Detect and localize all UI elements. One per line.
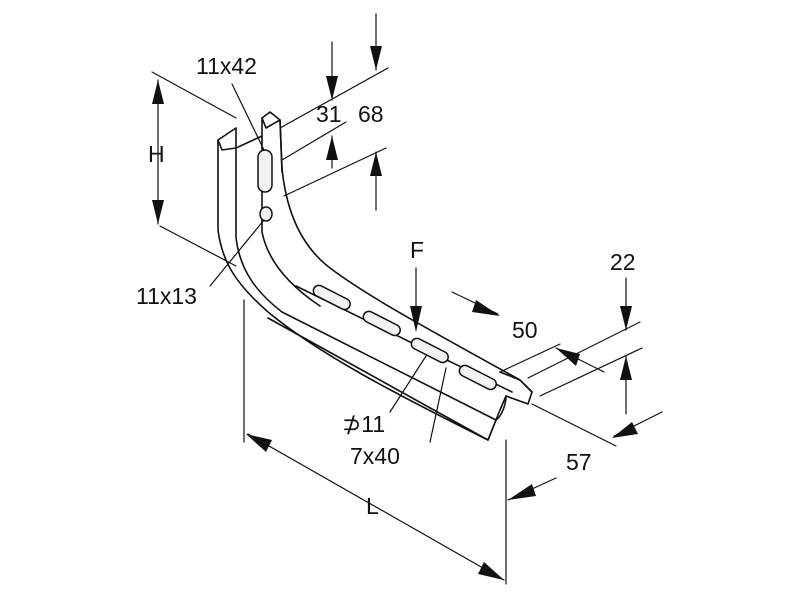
plate-fold-left	[235, 147, 283, 313]
slot-vertical-plate	[257, 149, 273, 193]
arrow-h-bottom	[152, 200, 164, 224]
arm-slot	[362, 310, 401, 337]
arrow-31-top	[326, 76, 338, 100]
arrow-50-a	[472, 300, 500, 316]
dimension-h	[151, 71, 237, 267]
arm-edge-bottom	[267, 317, 489, 441]
plate-fold-right	[261, 135, 321, 307]
dimension-50	[451, 291, 605, 373]
label-dim-68: 68	[358, 101, 384, 127]
label-hole-mount: 11x13	[136, 283, 197, 309]
flange-left	[217, 139, 237, 151]
label-force: F	[410, 237, 424, 263]
arrow-22-bottom	[620, 356, 632, 380]
label-slot-arm: 7x40	[350, 443, 400, 469]
arm-slot	[458, 364, 497, 391]
arm-end-profile	[487, 395, 507, 441]
arm-slot	[312, 284, 351, 311]
label-hole-diameter: ⊅11	[342, 411, 385, 437]
arrow-22-top	[620, 306, 632, 330]
arrow-l-left	[246, 434, 272, 452]
arm-edge-mid	[281, 311, 497, 421]
label-slot-top: 11x42	[196, 53, 257, 79]
label-length: L	[366, 493, 379, 519]
arm-slots	[312, 284, 497, 391]
leader-slot-arm	[429, 367, 447, 443]
arrow-31-bottom	[326, 136, 338, 160]
arrow-68-bottom	[370, 152, 382, 176]
arrow-force	[410, 306, 422, 332]
label-dim-50: 50	[512, 317, 538, 343]
arrow-l-right-ext	[508, 484, 536, 500]
hole-mount	[259, 206, 273, 222]
label-height: H	[148, 141, 165, 167]
arrow-57	[612, 422, 638, 438]
arrow-h-top	[152, 80, 164, 104]
label-dim-22: 22	[610, 249, 636, 275]
arm-slot	[410, 337, 449, 364]
label-dim-31: 31	[316, 101, 342, 127]
leader-hole-diameter	[389, 355, 427, 413]
dimension-l	[243, 299, 557, 585]
flange-right	[261, 117, 281, 129]
arrow-50-b	[556, 348, 580, 366]
arrow-68-top	[370, 46, 382, 70]
dimension-22	[527, 277, 643, 415]
leader-slot-top	[231, 83, 265, 151]
label-dim-57: 57	[566, 449, 592, 475]
dimension-31-68	[279, 13, 389, 211]
leader-hole-mount	[209, 219, 265, 287]
dimension-57	[531, 403, 663, 447]
arrow-l-right	[478, 562, 504, 580]
plate-edge	[279, 119, 283, 173]
arm-lip	[499, 371, 533, 393]
